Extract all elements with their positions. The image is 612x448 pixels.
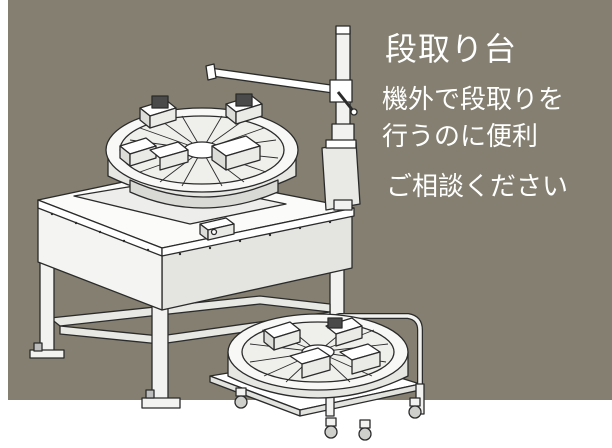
tool-holder-post [321,25,361,211]
rotary-chuck-main [105,93,299,209]
tool-holder-arm [205,63,358,116]
table-leg-front-left [29,251,65,359]
banner-text-line-1: 機外で段取りを [382,85,565,115]
table-cabinet [37,171,355,311]
banner-text-line-2: 行うのに便利 [382,122,539,152]
cart-wheels [234,387,422,441]
banner-call-to-action: ご相談ください [386,172,569,202]
banner-title: 段取り台 [385,30,518,68]
left-white-margin [0,0,8,448]
rotary-chuck-on-cart [227,313,409,399]
